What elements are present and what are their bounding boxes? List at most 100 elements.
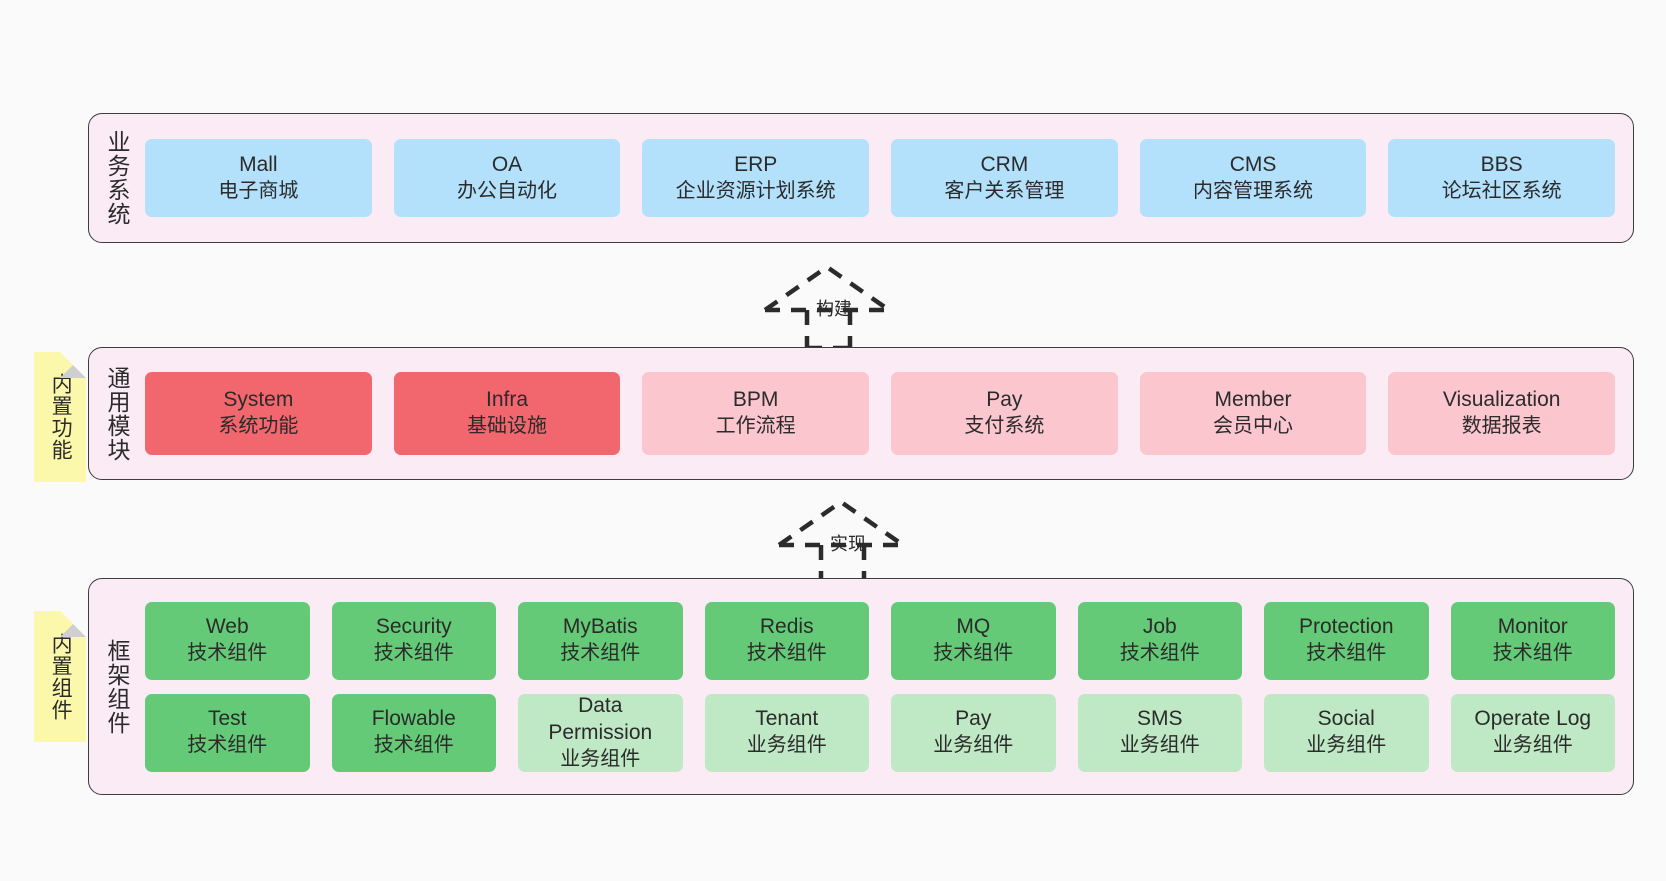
node-crm[interactable]: CRM 客户关系管理: [891, 139, 1118, 217]
sticky-fold-cut-icon: [60, 611, 86, 637]
node-cms[interactable]: CMS 内容管理系统: [1139, 139, 1367, 217]
sticky-note-builtin-function: 内置功能: [34, 352, 86, 482]
node-label-en: Member: [1214, 388, 1292, 412]
node-label-en: ERP: [734, 152, 778, 176]
node-label-en: Infra: [485, 388, 529, 412]
node-label-en: Protection: [1298, 615, 1394, 639]
node-social[interactable]: Social 业务组件: [1264, 693, 1429, 772]
node-label-cn: 内容管理系统: [1193, 179, 1314, 202]
node-infra[interactable]: Infra 基础设施: [393, 372, 621, 455]
layer-business-system: 业务系统 Mall 电子商城 OA 办公自动化 ERP 企业资源计划系统 CRM…: [88, 113, 1634, 243]
node-label-en: Tenant: [755, 707, 819, 731]
node-label-cn: 技术组件: [746, 642, 827, 665]
node-test[interactable]: Test 技术组件: [145, 693, 310, 772]
node-label-en: Pay: [986, 388, 1023, 412]
node-label-en: Mall: [239, 152, 278, 176]
node-row: Test 技术组件 Flowable 技术组件 Data Permission …: [145, 693, 1615, 772]
node-operate-log[interactable]: Operate Log 业务组件: [1450, 693, 1615, 772]
node-label-cn: 业务组件: [1492, 734, 1573, 757]
node-security[interactable]: Security 技术组件: [331, 601, 496, 680]
node-label-cn: 办公自动化: [457, 179, 557, 202]
node-bbs[interactable]: BBS 论坛社区系统: [1388, 139, 1616, 217]
node-label-en: Monitor: [1497, 615, 1568, 639]
node-label-cn: 企业资源计划系统: [675, 179, 836, 202]
sticky-fold-cut-icon: [60, 352, 86, 378]
node-web[interactable]: Web 技术组件: [145, 601, 310, 680]
node-row: System 系统功能 Infra 基础设施 BPM 工作流程 Pay 支付系统…: [145, 372, 1616, 455]
node-label-en: Pay: [955, 707, 992, 731]
node-label-cn: 论坛社区系统: [1441, 179, 1562, 202]
layer-title-common-module: 通用模块: [104, 365, 131, 462]
node-label-cn: 技术组件: [1306, 642, 1387, 665]
node-label-cn: 业务组件: [1306, 734, 1387, 757]
node-label-cn: 技术组件: [560, 642, 641, 665]
node-mq[interactable]: MQ 技术组件: [891, 601, 1056, 680]
layer-body-business-system: Mall 电子商城 OA 办公自动化 ERP 企业资源计划系统 CRM 客户关系…: [139, 114, 1633, 242]
node-sms[interactable]: SMS 业务组件: [1077, 693, 1242, 772]
sticky-note-label: 内置功能: [49, 373, 73, 461]
node-flowable[interactable]: Flowable 技术组件: [331, 693, 496, 772]
node-label-cn: 工作流程: [715, 415, 796, 438]
node-system[interactable]: System 系统功能: [145, 372, 372, 455]
node-label-en: Test: [207, 707, 247, 731]
node-label-en: Redis: [759, 615, 814, 639]
node-member[interactable]: Member 会员中心: [1139, 372, 1367, 455]
layer-title-business-system: 业务系统: [104, 130, 131, 226]
node-label-cn: 技术组件: [373, 734, 454, 757]
layer-body-common-module: System 系统功能 Infra 基础设施 BPM 工作流程 Pay 支付系统…: [139, 348, 1633, 479]
node-protection[interactable]: Protection 技术组件: [1264, 601, 1429, 680]
node-oa[interactable]: OA 办公自动化: [393, 139, 621, 217]
node-row: Web 技术组件 Security 技术组件 MyBatis 技术组件 Redi…: [145, 601, 1615, 680]
node-pay-component[interactable]: Pay 业务组件: [891, 693, 1056, 772]
node-pay-module[interactable]: Pay 支付系统: [891, 372, 1118, 455]
node-label-cn: 基础设施: [467, 415, 547, 438]
node-label-en: Flowable: [371, 707, 456, 731]
connector-implement-label: 实现: [830, 534, 866, 554]
sticky-note-label: 内置组件: [49, 632, 73, 721]
node-label-en: SMS: [1136, 707, 1183, 731]
node-label-en: BPM: [732, 388, 779, 412]
node-label-en: CMS: [1229, 152, 1277, 176]
node-label-en: CRM: [980, 152, 1029, 176]
node-label-en: BBS: [1480, 152, 1523, 176]
node-bpm[interactable]: BPM 工作流程: [642, 372, 870, 455]
node-label-cn: 业务组件: [560, 747, 641, 770]
sticky-note-builtin-component: 内置组件: [34, 611, 86, 742]
node-label-en: Visualization: [1442, 388, 1561, 412]
layer-title-framework-component: 框架组件: [104, 638, 131, 735]
node-label-en: OA: [491, 152, 523, 176]
node-label-en: System: [223, 388, 294, 412]
node-erp[interactable]: ERP 企业资源计划系统: [642, 139, 870, 217]
node-label-en: Job: [1142, 615, 1177, 639]
node-label-en: MyBatis: [562, 615, 638, 639]
node-mybatis[interactable]: MyBatis 技术组件: [518, 601, 683, 680]
node-label-cn: 技术组件: [1492, 642, 1573, 665]
node-mall[interactable]: Mall 电子商城: [145, 139, 372, 217]
node-label-en: MQ: [956, 615, 991, 639]
node-label-en: Operate Log: [1474, 707, 1592, 731]
node-monitor[interactable]: Monitor 技术组件: [1450, 601, 1615, 680]
node-row: Mall 电子商城 OA 办公自动化 ERP 企业资源计划系统 CRM 客户关系…: [145, 139, 1616, 217]
node-label-cn: 系统功能: [218, 415, 299, 438]
node-label-cn: 技术组件: [373, 642, 454, 665]
node-job[interactable]: Job 技术组件: [1077, 601, 1242, 680]
node-label-en: Web: [205, 615, 249, 639]
node-label-cn: 支付系统: [964, 415, 1045, 438]
layer-common-module: 通用模块 System 系统功能 Infra 基础设施 BPM 工作流程 Pay…: [88, 347, 1634, 480]
layer-framework-component: 框架组件 Web 技术组件 Security 技术组件 MyBatis 技术组件…: [88, 578, 1634, 795]
node-tenant[interactable]: Tenant 业务组件: [704, 693, 869, 772]
node-label-cn: 业务组件: [1119, 734, 1200, 757]
node-visualization[interactable]: Visualization 数据报表: [1388, 372, 1616, 455]
node-redis[interactable]: Redis 技术组件: [704, 601, 869, 680]
node-label-cn: 技术组件: [187, 642, 268, 665]
node-data-permission[interactable]: Data Permission 业务组件: [518, 693, 683, 772]
node-label-cn: 电子商城: [218, 179, 299, 202]
node-label-cn: 数据报表: [1461, 415, 1542, 438]
node-label-cn: 业务组件: [746, 734, 827, 757]
connector-build-label: 构建: [816, 299, 852, 319]
node-label-cn: 业务组件: [933, 734, 1014, 757]
node-label-en: Security: [375, 615, 452, 639]
layer-body-framework-component: Web 技术组件 Security 技术组件 MyBatis 技术组件 Redi…: [139, 579, 1633, 794]
node-label-en: Data Permission: [548, 693, 653, 744]
node-label-cn: 技术组件: [933, 642, 1014, 665]
